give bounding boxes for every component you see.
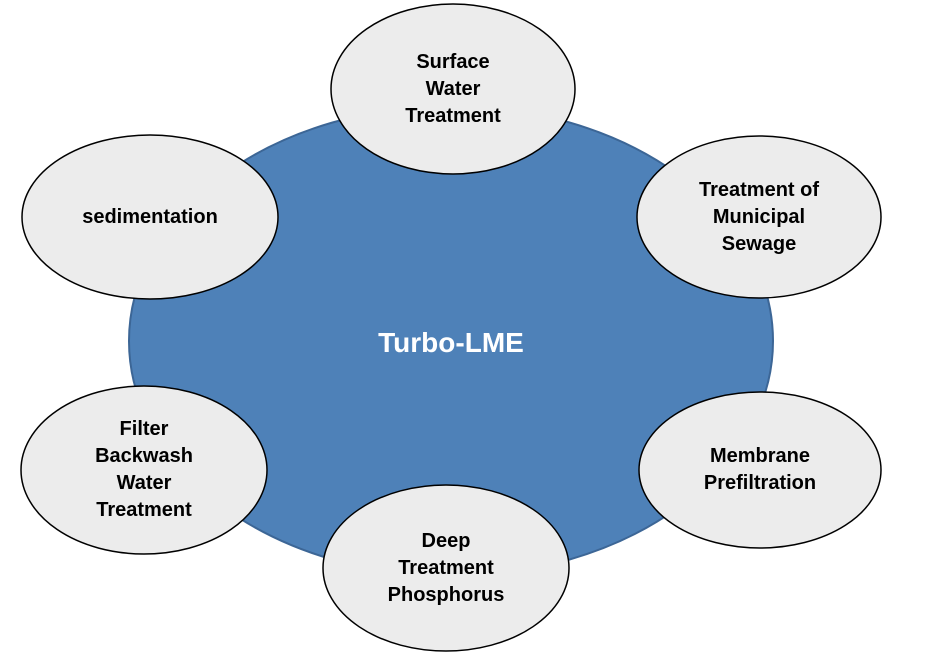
node-ellipse-treatment-of-municipal-sewage — [636, 135, 882, 299]
center-label: Turbo-LME — [378, 327, 524, 358]
node-ellipse-sedimentation — [21, 134, 279, 300]
node-ellipse-deep-treatment-phosphorus — [322, 484, 570, 652]
node-label-membrane-prefiltration: Membrane Prefiltration — [703, 445, 817, 494]
node-label-filter-backwash-water-treatment: Filter Backwash Water Treatment — [95, 418, 193, 521]
node-ellipse-surface-water-treatment — [330, 3, 576, 175]
node-label-surface-water-treatment: Surface Water Treatment — [405, 50, 501, 127]
node-ellipse-filter-backwash-water-treatment — [20, 385, 268, 555]
node-ellipse-membrane-prefiltration — [638, 391, 882, 549]
node-label-sedimentation: sedimentation — [82, 205, 218, 228]
node-label-treatment-of-municipal-sewage: Treatment of Municipal Sewage — [698, 178, 820, 255]
node-label-deep-treatment-phosphorus: Deep Treatment Phosphorus — [387, 529, 505, 606]
